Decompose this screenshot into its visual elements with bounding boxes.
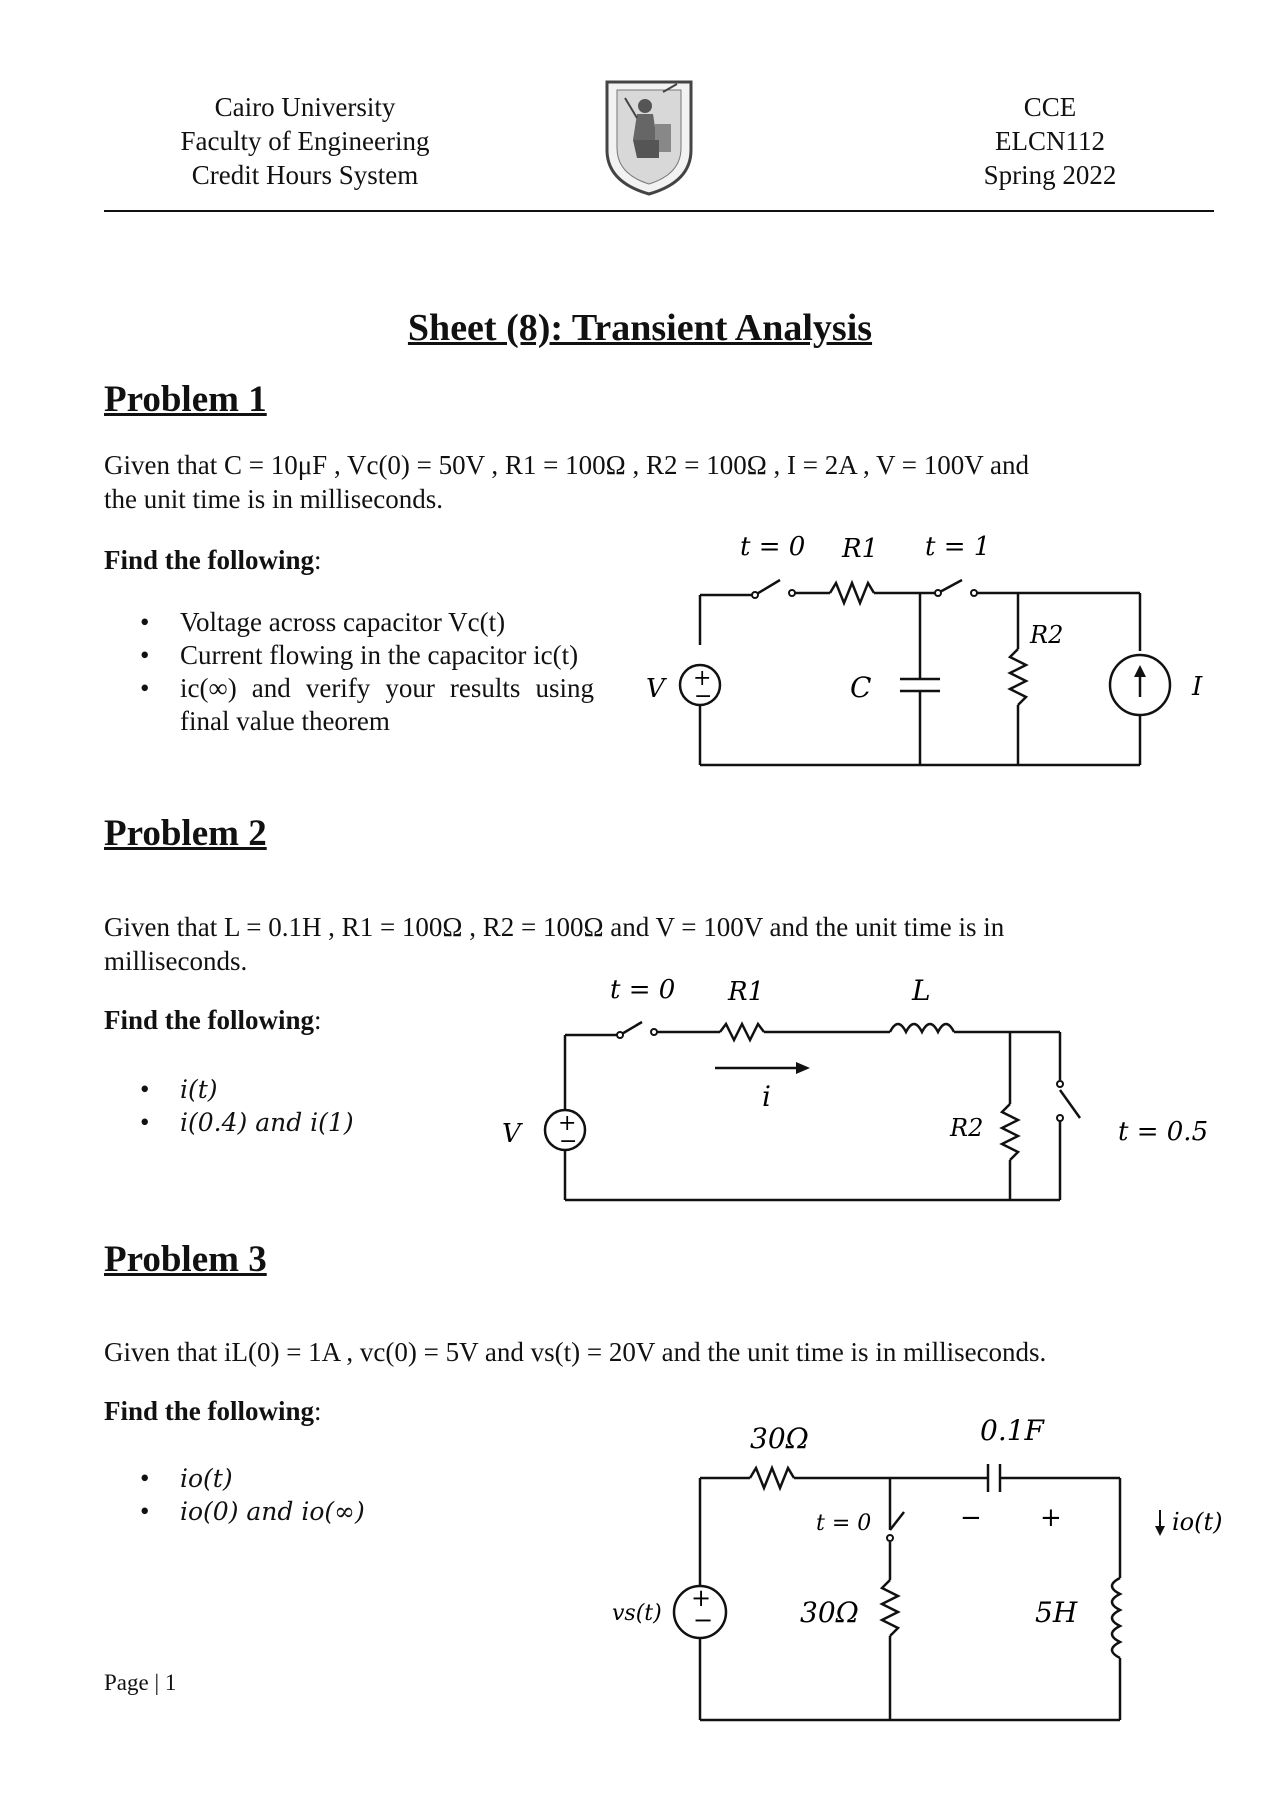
r2-label: R2 xyxy=(949,1114,983,1142)
find-colon: : xyxy=(314,1396,322,1426)
list-item: Current flowing in the capacitor ic(t) xyxy=(104,639,594,672)
switch-2-label: t = 0.5 xyxy=(1118,1117,1208,1147)
header-right: CCE ELCN112 Spring 2022 xyxy=(950,90,1150,192)
header-divider xyxy=(104,210,1214,212)
problem-3-heading: Problem 3 xyxy=(104,1239,267,1280)
list-item: io(0) and io(∞) xyxy=(104,1495,504,1528)
problem-3-circuit: 30Ω 0.1F t = 0 − + io(t) vs(t) + − 30Ω 5… xyxy=(612,1414,1223,1722)
problem-2-items: i(t) i(0.4) and i(1) xyxy=(104,1073,504,1139)
university-name: Cairo University xyxy=(214,92,396,122)
inductor-label: 5H xyxy=(1035,1596,1078,1629)
university-logo xyxy=(603,78,695,198)
item-text: i(0.4) and i(1) xyxy=(180,1108,354,1137)
item-text: i(t) xyxy=(180,1075,218,1104)
problem-2-given: Given that L = 0.1H , R1 = 100Ω , R2 = 1… xyxy=(104,910,1224,978)
switch-1-label: t = 0 xyxy=(740,532,805,562)
list-item: io(t) xyxy=(104,1462,504,1495)
given-line: Given that C = 10μF , Vc(0) = 50V , R1 =… xyxy=(104,450,1029,480)
switch-1-label: t = 0 xyxy=(610,975,675,1005)
given-line: Given that L = 0.1H , R1 = 100Ω , R2 = 1… xyxy=(104,912,1005,942)
problem-1-circuit: t = 0 R1 t = 1 V + − C R2 I xyxy=(646,532,1203,767)
problem-1-find-label: Find the following: xyxy=(104,545,322,576)
list-item: ic(∞) and verify your results using fina… xyxy=(104,672,594,738)
list-item: Voltage across capacitor Vc(t) xyxy=(104,606,594,639)
item-text: io(0) and io(∞) xyxy=(180,1497,365,1526)
source-v-label: V xyxy=(502,1119,523,1149)
inductor-label: L xyxy=(911,974,931,1007)
source-minus: − xyxy=(694,684,712,709)
source-plus: + xyxy=(558,1111,576,1136)
given-line: the unit time is in milliseconds. xyxy=(104,484,443,514)
source-plus: + xyxy=(693,666,711,691)
department-code: CCE xyxy=(1023,92,1077,122)
r-mid-label: 30Ω xyxy=(800,1596,859,1629)
r1-label: R1 xyxy=(841,534,878,564)
find-label-text: Find the following xyxy=(104,545,315,575)
capacitor-label: C xyxy=(850,671,871,704)
source-v-label: V xyxy=(646,674,667,704)
source-minus: − xyxy=(693,1606,713,1634)
switch-label: t = 0 xyxy=(816,1511,871,1536)
header-left: Cairo University Faculty of Engineering … xyxy=(150,90,460,192)
problem-1-items: Voltage across capacitor Vc(t) Current f… xyxy=(104,606,594,738)
r-top-label: 30Ω xyxy=(750,1422,809,1455)
r1-label: R1 xyxy=(727,977,764,1007)
current-io-label: io(t) xyxy=(1172,1508,1223,1536)
sheet-title: Sheet (8): Transient Analysis xyxy=(407,307,873,349)
problem-3-given: Given that iL(0) = 1A , vc(0) = 5V and v… xyxy=(104,1335,1254,1369)
problem-3-find-label: Find the following: xyxy=(104,1396,322,1427)
capacitor-label: 0.1F xyxy=(980,1414,1046,1447)
problem-2-circuit: t = 0 R1 L i V + − R2 t = 0.5 xyxy=(502,974,1208,1202)
list-item: i(0.4) and i(1) xyxy=(104,1106,504,1139)
source-minus: − xyxy=(559,1129,577,1154)
problem-1-heading: Problem 1 xyxy=(104,379,267,420)
find-colon: : xyxy=(314,1005,322,1035)
semester: Spring 2022 xyxy=(983,160,1117,190)
problem-1-given: Given that C = 10μF , Vc(0) = 50V , R1 =… xyxy=(104,448,1224,516)
problem-2-find-label: Find the following: xyxy=(104,1005,322,1036)
list-item: i(t) xyxy=(104,1073,504,1106)
page-number: Page | 1 xyxy=(104,1670,177,1695)
source-plus: + xyxy=(691,1584,711,1612)
system-name: Credit Hours System xyxy=(191,160,419,190)
find-colon: : xyxy=(314,545,322,575)
given-line: Given that iL(0) = 1A , vc(0) = 5V and v… xyxy=(104,1337,1047,1367)
problem-2-heading: Problem 2 xyxy=(104,813,267,854)
item-text: io(t) xyxy=(180,1464,233,1493)
given-line: milliseconds. xyxy=(104,946,248,976)
find-label-text: Find the following xyxy=(104,1005,315,1035)
capacitor-plus: + xyxy=(1040,1503,1062,1533)
course-code: ELCN112 xyxy=(995,126,1105,156)
problem-3-items: io(t) io(0) and io(∞) xyxy=(104,1462,504,1528)
capacitor-minus: − xyxy=(960,1503,982,1533)
find-label-text: Find the following xyxy=(104,1396,315,1426)
r2-label: R2 xyxy=(1029,621,1063,649)
faculty-name: Faculty of Engineering xyxy=(180,126,430,156)
switch-2-label: t = 1 xyxy=(925,532,990,562)
source-vs-label: vs(t) xyxy=(612,1601,662,1626)
current-source-label: I xyxy=(1191,672,1203,702)
current-label: i xyxy=(762,1080,771,1113)
